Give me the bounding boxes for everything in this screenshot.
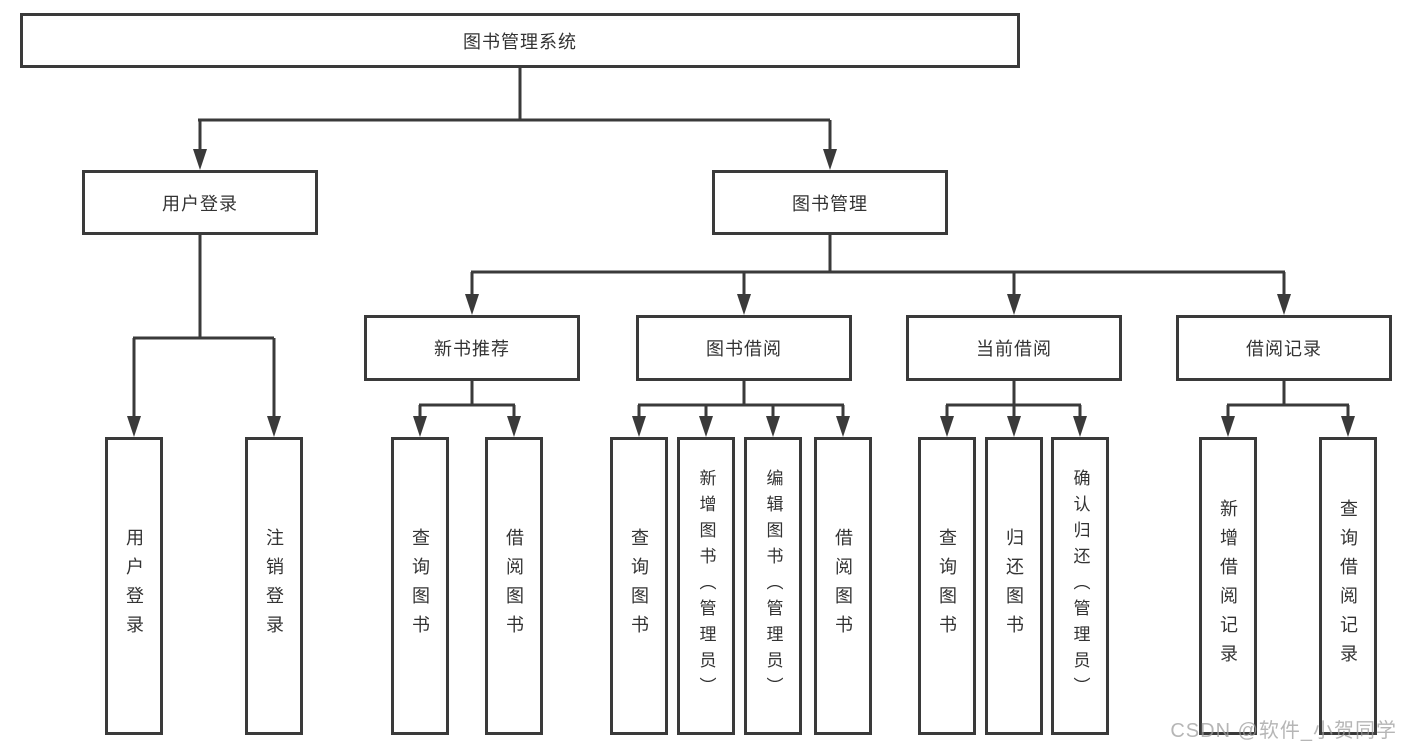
leaf-query-book-1: 查询图书	[391, 437, 449, 735]
node-book-borrow: 图书借阅	[636, 315, 852, 381]
node-user-login: 用户登录	[82, 170, 318, 235]
node-book-management: 图书管理	[712, 170, 948, 235]
node-borrow-record: 借阅记录	[1176, 315, 1392, 381]
node-current-borrow: 当前借阅	[906, 315, 1122, 381]
leaf-logout: 注销登录	[245, 437, 303, 735]
leaf-confirm-return-admin: 确认归还（管理员）	[1051, 437, 1109, 735]
leaf-borrow-book-1: 借阅图书	[485, 437, 543, 735]
leaf-edit-book-admin: 编辑图书（管理员）	[744, 437, 802, 735]
leaf-add-borrow-record: 新增借阅记录	[1199, 437, 1257, 735]
leaf-query-book-3: 查询图书	[918, 437, 976, 735]
leaf-query-borrow-record: 查询借阅记录	[1319, 437, 1377, 735]
leaf-return-book: 归还图书	[985, 437, 1043, 735]
csdn-watermark: CSDN @软件_小贺同学	[1170, 720, 1397, 742]
leaf-query-book-2: 查询图书	[610, 437, 668, 735]
node-root: 图书管理系统	[20, 13, 1020, 68]
leaf-add-book-admin: 新增图书（管理员）	[677, 437, 735, 735]
leaf-user-login: 用户登录	[105, 437, 163, 735]
leaf-borrow-book-2: 借阅图书	[814, 437, 872, 735]
node-new-book-recommend: 新书推荐	[364, 315, 580, 381]
